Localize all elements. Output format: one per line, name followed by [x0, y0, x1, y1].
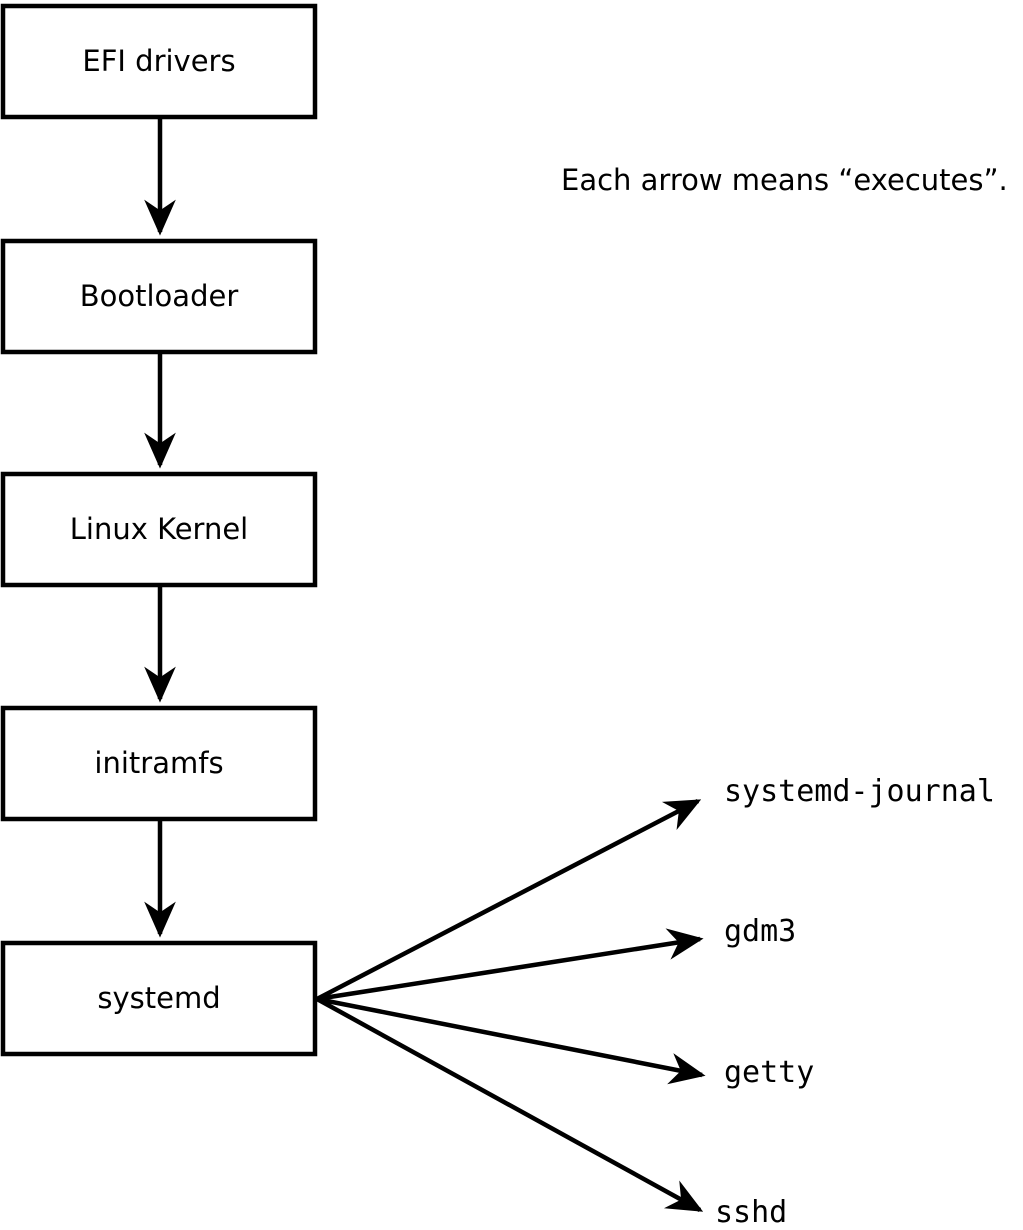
node-systemd: systemd	[0, 940, 318, 1057]
label-getty: getty	[724, 1055, 814, 1090]
arrow-systemd-to-getty	[316, 996, 706, 1085]
node-linux-kernel: Linux Kernel	[0, 471, 318, 588]
node-linux-kernel-box	[0, 471, 318, 588]
node-efi-drivers-label: EFI drivers	[82, 44, 235, 78]
node-systemd-box	[0, 940, 318, 1057]
node-initramfs-label: initramfs	[94, 746, 223, 780]
node-bootloader-label: Bootloader	[80, 279, 239, 313]
node-linux-kernel-label: Linux Kernel	[70, 512, 248, 546]
node-initramfs-box	[0, 705, 318, 822]
node-systemd-label: systemd	[97, 981, 220, 1015]
arrow-systemd-to-gdm3	[316, 928, 704, 1002]
arrow-systemd-to-sshd	[315, 997, 704, 1212]
node-bootloader: Bootloader	[0, 238, 318, 355]
note-text: Each arrow means “executes”.	[561, 163, 1008, 197]
arrow-systemd-to-journal	[315, 799, 702, 1001]
node-initramfs: initramfs	[0, 705, 318, 822]
node-bootloader-box	[0, 238, 318, 355]
label-gdm3: gdm3	[724, 914, 796, 949]
label-systemd-journal: systemd-journal	[724, 774, 995, 809]
node-efi-drivers-box	[0, 3, 318, 120]
label-sshd: sshd	[715, 1195, 787, 1230]
node-efi-drivers: EFI drivers	[0, 3, 318, 120]
